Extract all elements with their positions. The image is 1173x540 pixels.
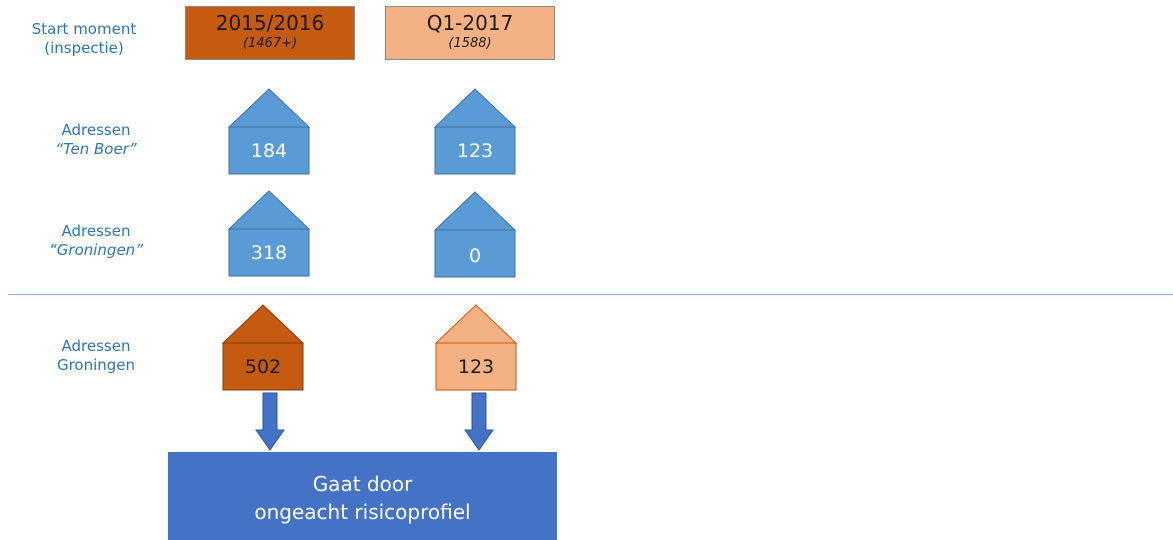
house-icon — [433, 88, 517, 175]
column-header-title: Q1-2017 — [426, 11, 514, 35]
row-label-groningen-quoted: Adressen “Groningen” — [21, 222, 171, 260]
row-label-start-moment: Start moment (inspectie) — [9, 20, 159, 58]
result-box: Gaat door ongeacht risicoprofiel — [168, 452, 557, 540]
house-icon — [433, 191, 517, 278]
column-header-title: 2015/2016 — [215, 11, 325, 35]
row-label-line2: (inspectie) — [44, 39, 124, 57]
house-value: 184 — [250, 140, 288, 162]
row-label-ten-boer: Adressen “Ten Boer” — [21, 121, 171, 159]
row-label-line1: Start moment — [31, 20, 137, 38]
house-value: 502 — [244, 356, 282, 378]
house-value: 318 — [250, 242, 288, 264]
column-header-2015-2016: 2015/2016 (1467+) — [185, 6, 355, 60]
house-ten-boer-q1-2017: 123 — [433, 87, 517, 177]
down-arrow-icon — [464, 392, 494, 451]
house-value: 123 — [456, 140, 494, 162]
house-ten-boer-2015-2016: 184 — [227, 87, 311, 177]
house-groningen-quoted-2015-2016: 318 — [227, 189, 311, 279]
column-header-q1-2017: Q1-2017 (1588) — [385, 6, 555, 60]
house-value: 123 — [457, 356, 495, 378]
column-header-subtitle: (1467+) — [242, 36, 298, 51]
house-value: 0 — [468, 245, 482, 267]
house-icon — [221, 304, 305, 391]
column-header-subtitle: (1588) — [448, 36, 492, 51]
result-box-line2: ongeacht risicoprofiel — [254, 500, 471, 524]
section-divider — [8, 294, 1173, 295]
row-label-line1: Adressen — [61, 121, 131, 139]
down-arrow-icon — [255, 392, 285, 451]
house-groningen-total-2015-2016: 502 — [221, 303, 305, 393]
row-label-line1: Adressen — [61, 337, 131, 355]
house-groningen-quoted-q1-2017: 0 — [433, 190, 517, 280]
result-box-line1: Gaat door — [312, 472, 413, 496]
row-label-line2: “Ten Boer” — [55, 140, 137, 158]
house-icon — [227, 190, 311, 277]
house-icon — [434, 304, 518, 391]
house-icon — [227, 88, 311, 175]
row-label-groningen: Adressen Groningen — [21, 337, 171, 375]
row-label-line2: “Groningen” — [49, 241, 143, 259]
row-label-line1: Adressen — [61, 222, 131, 240]
row-label-line2: Groningen — [56, 356, 136, 374]
house-groningen-total-q1-2017: 123 — [434, 303, 518, 393]
